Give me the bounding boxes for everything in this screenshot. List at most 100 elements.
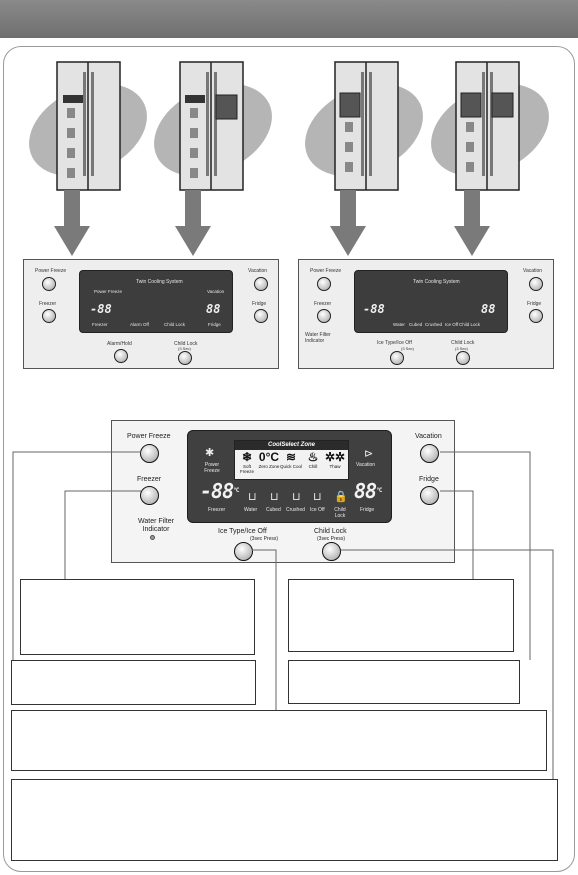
power-freeze-label: Power Freeze bbox=[127, 433, 171, 440]
zero-zone-icon: 0°C bbox=[258, 450, 280, 464]
fridge-label: Fridge bbox=[252, 301, 267, 307]
child-lock-hold-label: (3sec Press) bbox=[317, 536, 346, 542]
chill-icon: ♨ bbox=[307, 450, 319, 464]
freezer-label: Freezer bbox=[314, 301, 332, 307]
fridge-label: Fridge bbox=[527, 301, 542, 307]
water-icon: ⊔ bbox=[248, 491, 257, 503]
fridge-display-label: Fridge bbox=[360, 507, 375, 513]
ice-off-icon: ⊔ bbox=[313, 491, 322, 503]
down-arrow-icon bbox=[330, 190, 366, 256]
hold-label: (3 Sec) bbox=[455, 346, 468, 351]
callout-ice-type bbox=[11, 710, 547, 771]
down-arrow-icon bbox=[175, 190, 211, 256]
power-freeze-display-label: Power Freeze bbox=[204, 462, 220, 474]
crushed-ice-icon: ⊔ bbox=[292, 491, 301, 503]
water-filter-label: Water Filter Indicator bbox=[305, 332, 331, 344]
ice-type-button[interactable] bbox=[390, 351, 404, 365]
cubed-ice-icon: ⊔ bbox=[270, 491, 279, 503]
child-lock-button[interactable] bbox=[322, 542, 341, 561]
crushed-label: Crushed bbox=[286, 507, 305, 513]
down-arrow-icon bbox=[454, 190, 490, 256]
alarm-label: Alarm Off bbox=[130, 322, 149, 327]
fridge-display-label: Fridge bbox=[208, 322, 221, 327]
power-freeze-label: Power Freeze bbox=[35, 268, 67, 274]
freezer-button[interactable] bbox=[140, 486, 159, 505]
child-lock-button[interactable] bbox=[456, 351, 470, 365]
callout-freezer bbox=[20, 579, 255, 655]
water-filter-indicator-icon bbox=[150, 535, 155, 540]
hold-label: (3 Sec) bbox=[178, 346, 191, 351]
control-panel-left: Power Freeze Freezer Power Freeze Twin C… bbox=[23, 259, 279, 369]
alarm-button-label: Alarm/Hold bbox=[107, 341, 132, 347]
fridge-button[interactable] bbox=[420, 486, 439, 505]
icon-crushed: Crushed bbox=[425, 322, 443, 327]
water-filter-label: Water Filter Indicator bbox=[138, 518, 174, 533]
zone-chill: ♨Chill bbox=[302, 450, 324, 470]
freezer-label: Freezer bbox=[137, 476, 162, 483]
zone-quick-cool: ≋Quick Cool bbox=[280, 450, 303, 470]
child-lock-button-label: Child Lock bbox=[451, 340, 475, 346]
vacation-label: Vacation bbox=[248, 268, 268, 274]
power-freeze-label: Power Freeze bbox=[310, 268, 342, 274]
callout-vacation bbox=[288, 660, 520, 704]
icon-cubed: Cubed bbox=[409, 322, 423, 327]
freezer-label: Freezer bbox=[39, 301, 57, 307]
callout-child-lock bbox=[11, 779, 558, 861]
display-screen: Power Freeze Twin Cooling System Vacatio… bbox=[79, 270, 233, 333]
freezer-temp-readout: -88 bbox=[363, 302, 385, 316]
vacation-label: Vacation bbox=[523, 268, 543, 274]
soft-freeze-icon: ❄ bbox=[241, 450, 253, 464]
child-lock-button[interactable] bbox=[178, 351, 192, 365]
alarm-button[interactable] bbox=[114, 349, 128, 363]
power-freeze-button[interactable] bbox=[317, 277, 331, 291]
freezer-display-label: Freezer bbox=[92, 322, 108, 327]
power-freeze-icon-label: Power Freeze bbox=[94, 289, 123, 294]
system-title: Twin Cooling System bbox=[413, 279, 460, 285]
power-freeze-button[interactable] bbox=[42, 277, 56, 291]
ice-type-label: Ice Type/Ice Off bbox=[377, 340, 412, 346]
freezer-temp-readout: -88°C bbox=[200, 479, 239, 503]
freezer-display-label: Freezer bbox=[208, 507, 226, 513]
child-lock-label: Child Lock bbox=[314, 528, 347, 535]
freezer-temp-readout: -88 bbox=[90, 302, 112, 316]
zone-title: CoolSelect Zone bbox=[235, 441, 348, 450]
child-lock-label: Child Lock bbox=[164, 322, 186, 327]
icon-child-lock: Child Lock bbox=[459, 322, 481, 327]
power-freeze-button[interactable] bbox=[140, 444, 159, 463]
freezer-button[interactable] bbox=[317, 309, 331, 323]
zone-soft-freeze: ❄Soft Freeze bbox=[236, 450, 258, 475]
vacation-label: Vacation bbox=[415, 433, 442, 440]
down-arrow-icon bbox=[54, 190, 90, 256]
vacation-icon-label: Vacation bbox=[207, 289, 225, 294]
child-lock-display-label: Child Lock bbox=[334, 507, 346, 519]
control-panel-detail: Power Freeze Freezer Water Filter Indica… bbox=[111, 420, 455, 563]
callout-fridge bbox=[288, 579, 514, 652]
zone-thaw: ✲✲Thaw bbox=[324, 450, 346, 470]
fridge-button[interactable] bbox=[529, 309, 543, 323]
quick-cool-icon: ≋ bbox=[285, 450, 297, 464]
fridge-label: Fridge bbox=[419, 476, 439, 483]
lock-icon: 🔒 bbox=[334, 491, 348, 503]
callout-power-freeze bbox=[11, 660, 256, 705]
freezer-button[interactable] bbox=[42, 309, 56, 323]
fridge-illustrations bbox=[29, 61, 549, 256]
vacation-button[interactable] bbox=[254, 277, 268, 291]
fridge-temp-readout: 88 bbox=[206, 302, 221, 316]
vacation-button[interactable] bbox=[420, 444, 439, 463]
power-freeze-icon: ✱ bbox=[205, 447, 215, 459]
ice-type-button[interactable] bbox=[234, 542, 253, 561]
down-arrows bbox=[54, 190, 490, 256]
fridge-temp-readout: 88°C bbox=[354, 479, 382, 503]
vacation-button[interactable] bbox=[529, 277, 543, 291]
hold-label: (3 Sec) bbox=[401, 346, 414, 351]
icon-water: Water bbox=[393, 322, 405, 327]
display-screen: Twin Cooling System -88 Water Cubed Crus… bbox=[354, 270, 508, 333]
fridge-temp-readout: 88 bbox=[481, 302, 496, 316]
ice-type-label: Ice Type/Ice Off bbox=[218, 528, 267, 535]
fridge-button[interactable] bbox=[254, 309, 268, 323]
water-label: Water bbox=[244, 507, 258, 513]
ice-off-label: Ice Off bbox=[310, 507, 325, 513]
